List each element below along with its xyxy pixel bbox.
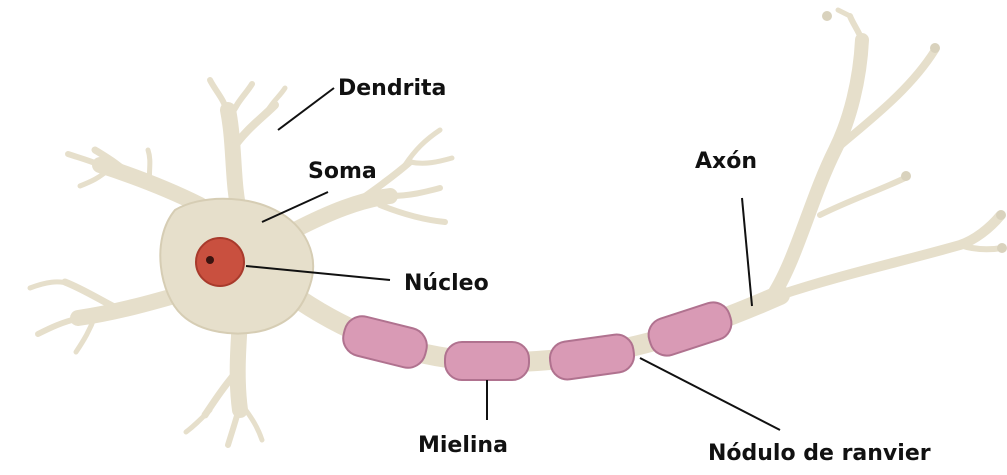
myelin-segment	[644, 298, 736, 360]
dendrite-label: Dendrita	[338, 76, 446, 101]
neuron	[30, 10, 1007, 445]
myelin-segment	[339, 312, 430, 371]
axon-label: Axón	[695, 149, 757, 174]
myelin-segment	[445, 342, 529, 380]
myelin-label: Mielina	[418, 433, 508, 458]
node-label: Nódulo de ranvier	[708, 441, 931, 466]
nucleus-label: Núcleo	[404, 271, 489, 296]
nucleus	[196, 238, 244, 286]
myelin-segment	[548, 332, 636, 381]
axon-leader	[742, 198, 752, 306]
axon-terminals	[770, 10, 1002, 300]
dendrite-leader	[278, 88, 334, 130]
soma-label: Soma	[308, 159, 377, 184]
nucleolus	[206, 256, 214, 264]
node-leader	[640, 358, 780, 430]
